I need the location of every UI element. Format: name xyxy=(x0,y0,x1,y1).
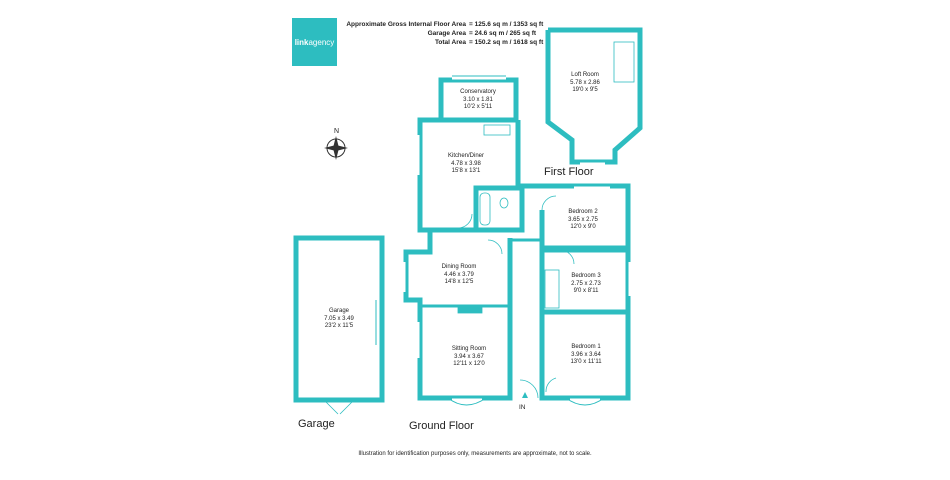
agency-logo: linkagency xyxy=(292,18,337,66)
bedroom1-walls xyxy=(539,309,631,401)
logo-text: agency xyxy=(308,37,335,47)
compass-north-label: N xyxy=(334,128,339,135)
area-label: Approximate Gross Internal Floor Area xyxy=(346,21,466,28)
bathroom-walls xyxy=(473,185,525,233)
hall-door-swing xyxy=(487,239,503,255)
kitchen-walls xyxy=(417,117,475,233)
fireplace xyxy=(457,304,483,314)
area-label: Total Area xyxy=(434,39,466,46)
bath-fixture xyxy=(479,192,491,226)
bedroom1-bay-frame xyxy=(565,397,605,406)
area-line-gross: Approximate Gross Internal Floor Area = … xyxy=(340,20,543,29)
floor-label-first: First Floor xyxy=(544,166,594,178)
area-summary: Approximate Gross Internal Floor Area = … xyxy=(340,20,543,47)
front-door-swing xyxy=(519,379,539,399)
bedroom3-door-swing xyxy=(559,249,575,265)
conservatory-walls xyxy=(438,77,519,123)
compass-rose: N xyxy=(324,128,348,160)
kitchen-door-swing xyxy=(457,213,473,229)
garage-door-leaves xyxy=(321,397,357,415)
room-label-garage: Garage 7.05 x 3.49 23'2 x 11'5 xyxy=(324,308,354,329)
area-value: = 24.6 sq m / 265 sq ft xyxy=(469,30,537,37)
room-label-conservatory: Conservatory 3.10 x 1.81 10'2 x 5'11 xyxy=(460,89,496,110)
floor-label-ground: Ground Floor xyxy=(409,420,474,432)
toilet-fixture xyxy=(499,197,509,209)
room-label-bedroom3: Bedroom 3 2.75 x 2.73 9'0 x 8'11 xyxy=(571,273,601,294)
living-walls xyxy=(403,230,513,401)
bedroom1-door-swing xyxy=(545,377,557,393)
loft-stairs xyxy=(613,41,635,83)
loft-walls xyxy=(545,27,643,165)
area-line-garage: Garage Area = 24.6 sq m / 265 sq ft xyxy=(340,29,543,38)
room-label-sitting: Sitting Room 3.94 x 3.67 12'11 x 12'0 xyxy=(451,346,487,367)
kitchen-sink xyxy=(483,124,511,136)
logo-bold-text: link xyxy=(294,37,309,47)
sitting-bay-frame xyxy=(447,397,487,406)
area-value: = 125.6 sq m / 1353 sq ft xyxy=(469,21,544,28)
area-label: Garage Area xyxy=(427,30,466,37)
room-label-loft: Loft Room 5.78 x 2.86 19'0 x 9'5 xyxy=(570,72,600,93)
entrance-arrow-icon xyxy=(522,392,528,398)
disclaimer: Illustration for identification purposes… xyxy=(358,451,592,457)
area-line-total: Total Area = 150.2 sq m / 1618 sq ft xyxy=(340,38,543,47)
bedroom2-door-swing xyxy=(541,195,557,211)
first-floor-stairs xyxy=(544,269,560,309)
area-value: = 150.2 sq m / 1618 sq ft xyxy=(469,39,544,46)
room-label-dining: Dining Room 4.46 x 3.79 14'8 x 12'5 xyxy=(441,264,477,285)
room-label-bedroom1: Bedroom 1 3.96 x 3.64 13'0 x 11'11 xyxy=(570,344,602,365)
garage-walls xyxy=(293,235,385,403)
floor-label-garage: Garage xyxy=(298,418,335,430)
room-label-bedroom2: Bedroom 2 3.65 x 2.75 12'0 x 9'0 xyxy=(568,209,598,230)
room-label-kitchen: Kitchen/Diner 4.78 x 3.98 15'8 x 13'1 xyxy=(447,153,485,174)
entrance-label: IN xyxy=(519,404,526,411)
